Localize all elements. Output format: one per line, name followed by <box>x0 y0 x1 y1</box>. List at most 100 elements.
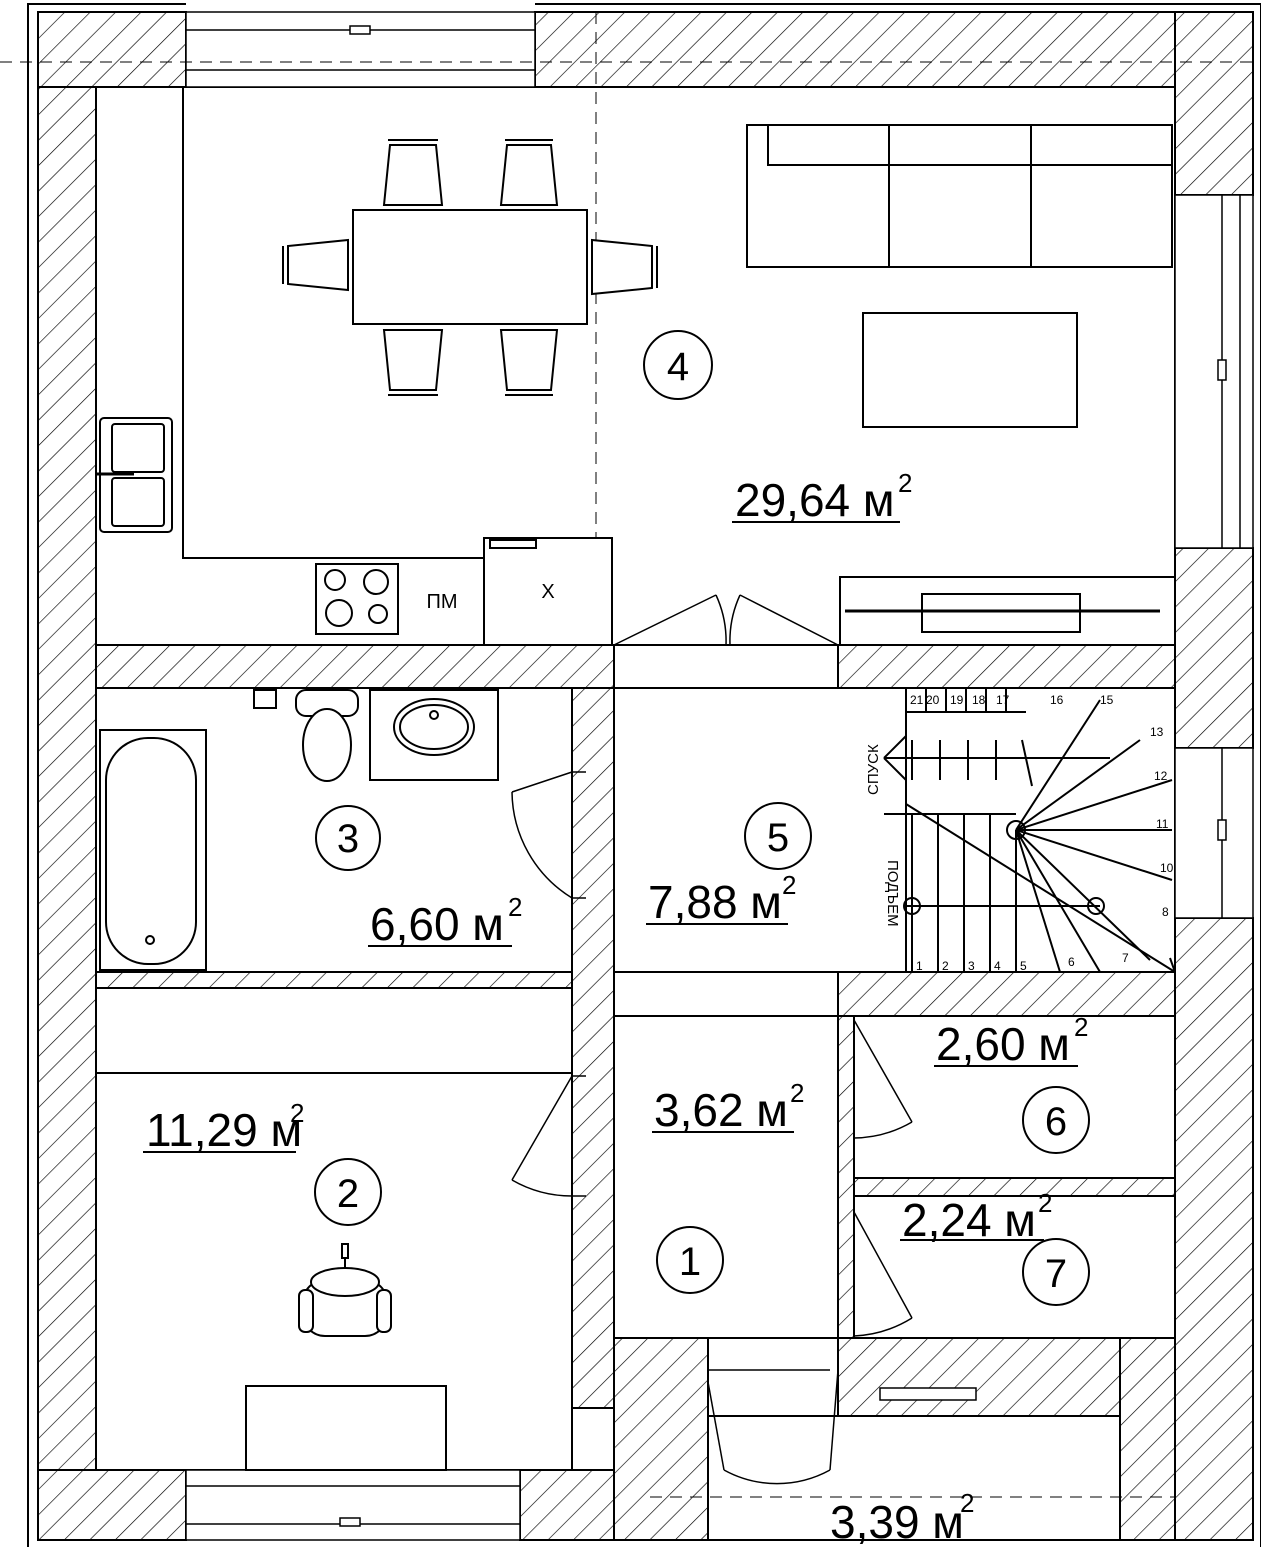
dining-set <box>282 139 658 396</box>
step-number: 7 <box>1122 951 1129 965</box>
room-4-area: 29,64 м <box>735 474 895 526</box>
chair <box>382 144 444 206</box>
step-number: 19 <box>950 693 964 707</box>
wall-bottom-left <box>37 1469 187 1541</box>
wall-right-2 <box>1174 547 1254 749</box>
room-7-area: 2,24 м <box>902 1194 1036 1246</box>
chair <box>287 238 349 292</box>
step-number: 12 <box>1154 769 1168 783</box>
door-bedroom <box>511 1075 586 1197</box>
chair <box>499 144 559 206</box>
wall-right-3 <box>1174 917 1254 1541</box>
step-number: 10 <box>1160 861 1174 875</box>
room-4-number: 4 <box>667 345 689 389</box>
step-number: 11 <box>1156 817 1169 831</box>
wall-bottom-mid <box>519 1469 615 1541</box>
coffee-table <box>862 312 1078 428</box>
room-2-area: 11,29 м <box>146 1104 302 1156</box>
step-number: 6 <box>1068 955 1075 969</box>
room-5-area: 7,88 м <box>648 876 782 928</box>
window-bottom <box>185 1469 521 1541</box>
sofa <box>746 124 1173 268</box>
step-number: 8 <box>1162 905 1169 919</box>
bath-fixtures <box>99 689 499 971</box>
wall-top-right <box>534 11 1254 88</box>
step-number: 1 <box>916 959 923 973</box>
room-7-number: 7 <box>1045 1252 1067 1296</box>
step-number: 15 <box>1100 693 1114 707</box>
window-right-2 <box>1174 747 1254 919</box>
chair <box>499 329 559 391</box>
room-3-area-exp: 2 <box>508 892 522 922</box>
step-number: 13 <box>1150 725 1164 739</box>
door-bath <box>511 771 586 899</box>
kitchen-furniture <box>96 87 613 646</box>
dining-table <box>352 209 588 325</box>
chair <box>382 329 444 391</box>
staircase <box>883 687 1176 973</box>
step-number: 20 <box>926 693 940 707</box>
room-number-circle <box>643 330 713 400</box>
room-6-area: 2,60 м <box>936 1018 1070 1070</box>
porch-area: 3,39 м <box>830 1496 964 1547</box>
desk <box>245 1385 447 1471</box>
room-1-hall <box>613 1015 839 1339</box>
room-6-area-exp: 2 <box>1074 1012 1088 1042</box>
room-5-number: 5 <box>767 816 789 860</box>
bedroom-furniture <box>96 1072 572 1471</box>
stair-step-numbers: 1 2 3 4 5 6 7 8 10 11 12 13 15 16 17 18 … <box>910 693 1174 973</box>
step-number: 2 <box>942 959 949 973</box>
dishwasher-label: ПМ <box>426 591 457 613</box>
stairs-up-label: ПОДЪЕМ <box>884 860 901 927</box>
step-number: 21 <box>910 693 924 707</box>
walls <box>37 11 1254 1541</box>
wall-porch-left <box>613 1337 709 1541</box>
step-number: 5 <box>1020 959 1027 973</box>
porch <box>707 1415 1121 1541</box>
room-3-number: 3 <box>337 817 359 861</box>
outer-frame <box>27 3 1261 1547</box>
wall-mid-h2 <box>837 644 1176 689</box>
wall-bath-bed <box>95 971 573 989</box>
wall-mid-h1 <box>95 644 615 689</box>
stairs-down-label: СПУСК <box>865 744 882 795</box>
fridge <box>483 537 613 646</box>
wall-hall-right <box>837 1015 855 1339</box>
room-6-number: 6 <box>1045 1100 1067 1144</box>
porch-area-exp: 2 <box>960 1488 974 1518</box>
step-number: 3 <box>968 959 975 973</box>
room-1-area-exp: 2 <box>790 1078 804 1108</box>
wall-stair-bottom <box>837 971 1176 1017</box>
wall-porch-top <box>837 1337 1176 1417</box>
room-7 <box>853 1195 1176 1339</box>
room-6 <box>853 1015 1176 1179</box>
room-5-area-exp: 2 <box>782 870 796 900</box>
step-number: 18 <box>972 693 986 707</box>
room-7-area-exp: 2 <box>1038 1188 1052 1218</box>
windows <box>185 11 1254 1541</box>
room-3-area: 6,60 м <box>370 898 504 950</box>
window-right-1 <box>1174 194 1254 549</box>
wall-center-v <box>571 687 615 1409</box>
window-top <box>185 11 536 88</box>
step-number: 16 <box>1050 693 1064 707</box>
room-1-area: 3,62 м <box>654 1084 788 1136</box>
fridge-label: Х <box>541 581 554 603</box>
tv-stand <box>839 576 1176 646</box>
room-labels: 4 29,64 м 2 3 6,60 м 2 5 7,88 м 2 2 11,2… <box>143 330 1090 1547</box>
wall-right-1 <box>1174 11 1254 196</box>
room-2-area-exp: 2 <box>290 1098 304 1128</box>
window-porch <box>879 1387 977 1401</box>
room-4-area-exp: 2 <box>898 468 912 498</box>
wall-porch-right <box>1119 1337 1176 1541</box>
door-living <box>613 594 839 658</box>
wall-left <box>37 11 97 1541</box>
room-2-number: 2 <box>337 1172 359 1216</box>
step-number: 4 <box>994 959 1001 973</box>
room-1-number: 1 <box>679 1240 701 1284</box>
doors-small <box>707 1019 913 1485</box>
step-number: 17 <box>996 693 1010 707</box>
chair <box>591 238 653 296</box>
wall-top-left <box>37 11 187 88</box>
